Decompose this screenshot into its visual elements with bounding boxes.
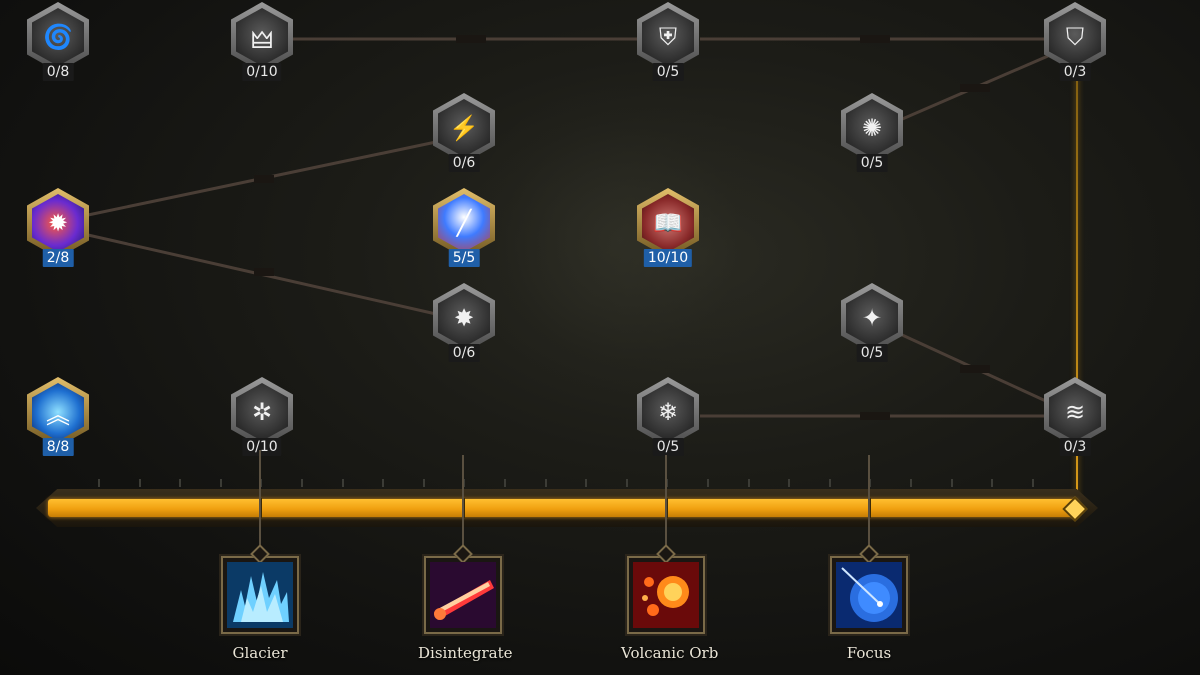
- skill-label: Volcanic Orb: [621, 644, 719, 662]
- progress-tick: [748, 479, 750, 487]
- skill-frame: [424, 556, 502, 634]
- progress-tick: [951, 479, 953, 487]
- skill-node[interactable]: ✺: [841, 93, 903, 163]
- progress-tick: [220, 479, 222, 487]
- progress-bar-fill: [48, 499, 1078, 517]
- burst-icon: ✺: [846, 99, 898, 157]
- volcanic-orb-icon: [633, 562, 699, 628]
- ultimate-glacier[interactable]: Glacier: [215, 556, 305, 662]
- progress-tick: [139, 479, 141, 487]
- skill-rank-counter: 5/5: [448, 249, 480, 267]
- skill-node[interactable]: ⛉: [1044, 2, 1106, 72]
- skill-node[interactable]: ≋: [1044, 377, 1106, 447]
- skill-node[interactable]: 🌀: [27, 2, 89, 72]
- skill-rank-counter: 0/10: [242, 438, 282, 456]
- skill-node[interactable]: ︽: [27, 377, 89, 447]
- glacier-icon: [227, 562, 293, 628]
- progress-tick: [504, 479, 506, 487]
- skill-frame: [221, 556, 299, 634]
- fire-bolt-icon: ✹: [32, 194, 84, 252]
- progress-tick: [788, 479, 790, 487]
- skill-rank-counter: 0/5: [652, 438, 684, 456]
- progress-tick: [910, 479, 912, 487]
- background-emblem: [470, 80, 770, 400]
- ultimate-volcanic-orb[interactable]: Volcanic Orb: [621, 556, 719, 662]
- snowflake-icon: ❄: [642, 383, 694, 441]
- progress-tick: [423, 479, 425, 487]
- skill-label: Focus: [846, 644, 892, 662]
- progress-tick: [342, 479, 344, 487]
- skill-rank-counter: 0/3: [1059, 63, 1091, 81]
- skill-rank-counter: 0/3: [1059, 438, 1091, 456]
- progress-tick: [707, 479, 709, 487]
- ultimate-focus[interactable]: Focus: [824, 556, 914, 662]
- skill-rank-counter: 0/5: [856, 154, 888, 172]
- skill-node[interactable]: ╱: [433, 188, 495, 258]
- skill-label: Glacier: [232, 644, 288, 662]
- spellbook-icon: 📖: [642, 194, 694, 252]
- shield-icon: ⛨: [642, 8, 694, 66]
- shatter-icon: ✦: [846, 289, 898, 347]
- disintegrate-icon: [430, 562, 496, 628]
- progress-tick: [301, 479, 303, 487]
- progress-tick: [1032, 479, 1034, 487]
- skill-rank-counter: 0/5: [652, 63, 684, 81]
- progress-connector-line: [1076, 30, 1078, 500]
- skill-node[interactable]: ⚡: [433, 93, 495, 163]
- skill-rank-counter: 0/5: [856, 344, 888, 362]
- progress-tick: [626, 479, 628, 487]
- skill-node[interactable]: ❄: [637, 377, 699, 447]
- skill-rank-counter: 0/6: [448, 344, 480, 362]
- skill-node[interactable]: ⛨: [637, 2, 699, 72]
- progress-tick: [585, 479, 587, 487]
- skill-label: Disintegrate: [418, 644, 513, 662]
- progress-tick: [179, 479, 181, 487]
- skill-node[interactable]: ✦: [841, 283, 903, 353]
- progress-tick: [545, 479, 547, 487]
- progress-tick: [991, 479, 993, 487]
- skill-frame: [627, 556, 705, 634]
- progress-tick: [382, 479, 384, 487]
- skill-node[interactable]: 📖: [637, 188, 699, 258]
- skill-rank-counter: 10/10: [643, 249, 693, 267]
- ultimate-disintegrate[interactable]: Disintegrate: [418, 556, 513, 662]
- progress-tick: [98, 479, 100, 487]
- skill-rank-counter: 8/8: [42, 438, 74, 456]
- skill-rank-counter: 0/8: [42, 63, 74, 81]
- skill-node[interactable]: ✸: [433, 283, 495, 353]
- progress-tick: [829, 479, 831, 487]
- focus-icon: [836, 562, 902, 628]
- skill-node[interactable]: ✹: [27, 188, 89, 258]
- skill-frame: [830, 556, 908, 634]
- skill-rank-counter: 0/6: [448, 154, 480, 172]
- skill-node[interactable]: ✲: [231, 377, 293, 447]
- skill-rank-counter: 2/8: [42, 249, 74, 267]
- skill-node[interactable]: 🜲: [231, 2, 293, 72]
- skill-rank-counter: 0/10: [242, 63, 282, 81]
